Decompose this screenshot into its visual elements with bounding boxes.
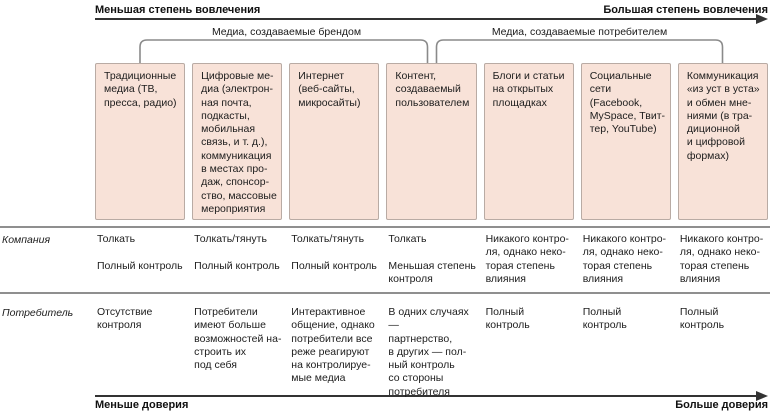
company-cell: Никакого контро- ля, однако неко- торая …	[485, 233, 569, 285]
media-box-digital: Цифровые ме- диа (электрон- ная почта, п…	[192, 63, 283, 220]
consumer-cell: Полный контроль	[582, 306, 627, 332]
consumer-cell: Потребители имеют больше возможностей на…	[194, 306, 282, 372]
media-box-traditional: Традиционные медиа (ТВ, пресса, радио)	[95, 63, 186, 220]
media-box-internet: Интернет (веб-сайты, микросайты)	[289, 63, 380, 220]
media-box-word-of-mouth: Коммуникация «из уст в уста» и обмен мне…	[677, 63, 768, 220]
company-cell: Толкать Меньшая степень контроля	[388, 233, 476, 285]
media-box-user-content: Контент, создаваемый пользователем	[386, 63, 477, 220]
company-row-label: Компания	[2, 234, 51, 246]
company-row: Толкать Полный контроль Толкать/тянуть П…	[95, 233, 768, 286]
company-cell: Толкать Полный контроль	[97, 233, 183, 272]
bottom-axis-label-left: Меньше доверия	[95, 399, 189, 411]
bottom-axis-label-right: Больше доверия	[675, 399, 768, 411]
consumer-cell: Полный контроль	[679, 306, 725, 332]
media-boxes-row: Традиционные медиа (ТВ, пресса, радио) Ц…	[95, 63, 768, 220]
consumer-cell: Интерактивное общение, однако потребител…	[291, 306, 375, 385]
company-cell: Толкать/тянуть Полный контроль	[194, 233, 280, 272]
consumer-cell: Отсутствие контроля	[97, 306, 153, 332]
company-cell: Никакого контро- ля, однако неко- торая …	[582, 233, 667, 285]
consumer-cell: Полный контроль	[485, 306, 530, 332]
media-box-blogs: Блоги и статьи на открытых площадках	[483, 63, 574, 220]
company-cell: Толкать/тянуть Полный контроль	[291, 233, 377, 272]
group-label-brand-media: Медиа, создаваемые брендом	[211, 26, 362, 38]
group-label-consumer-media: Медиа, создаваемые потребителем	[491, 26, 668, 38]
top-axis-label-left: Меньшая степень вовлечения	[95, 4, 261, 16]
top-axis-label-right: Большая степень вовлечения	[603, 4, 768, 16]
media-box-social-networks: Социальные сети (Facebook, MySpace, Твит…	[580, 63, 671, 220]
company-cell: Никакого контро- ля, однако неко- торая …	[679, 233, 764, 285]
consumer-row: Отсутствие контроля Потребители имеют бо…	[95, 306, 768, 399]
consumer-row-label: Потребитель	[2, 307, 74, 319]
consumer-media-bracket	[435, 39, 724, 63]
brand-media-bracket	[139, 39, 429, 63]
consumer-cell: В одних случаях — партнерство, в других …	[388, 306, 469, 398]
